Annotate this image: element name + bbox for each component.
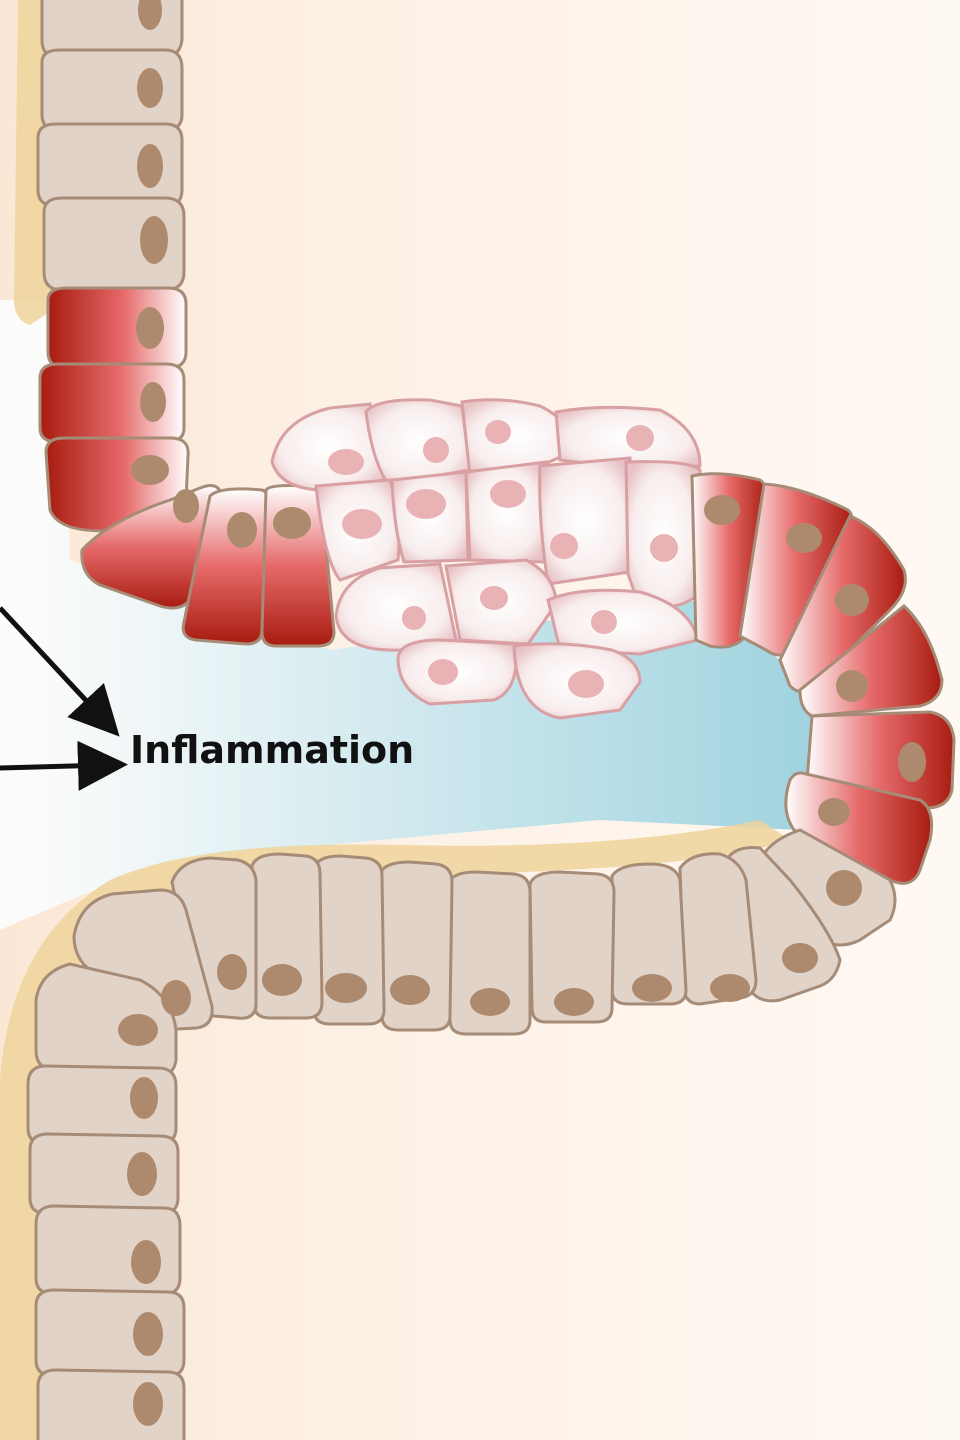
upper-inflamed-cells xyxy=(40,288,188,531)
lower-left-vertical-cells xyxy=(28,1066,184,1440)
arrow-from-left xyxy=(0,765,108,768)
inflammation-label: Inflammation xyxy=(130,728,414,772)
